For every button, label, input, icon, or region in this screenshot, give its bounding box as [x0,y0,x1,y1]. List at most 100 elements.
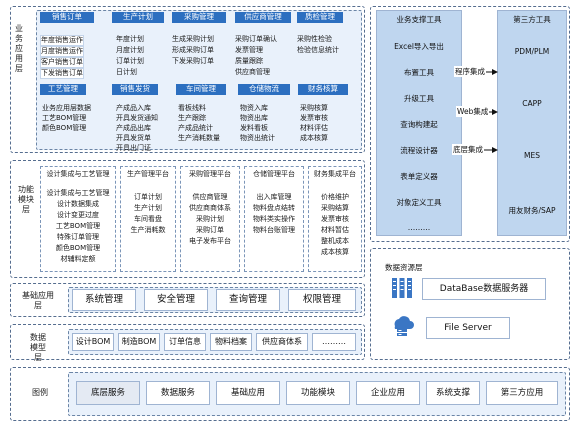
module-item: 整机成本 [321,237,349,245]
group-supplier-mgmt: 供应商管理 采购订单确认 发票管理 质量跟踪 供应商管理 [235,12,293,78]
tool-more: ……… [407,223,431,232]
module-item: 材料暂估 [321,226,349,234]
permission-mgmt-button[interactable]: 权限管理 [288,289,356,311]
group-production-plan: 生产计划 年度计划 月度计划 订单计划 日计划 [112,12,167,78]
group-item: 产成品入库 [116,104,151,112]
module-item: 成本核算 [321,248,349,256]
group-header: 车间管理 [176,84,226,95]
module-production-platform: 生产管理平台 订单计划 生产计划 车间看盘 生产消耗数 [120,166,176,272]
module-purchase-platform: 采购管理平台 供应商管理 供应商商体系 采购计划 采购订单 电子发布平台 [180,166,240,272]
group-sales-order: 销售订单 年度销售运作 月度销售运作 客户销售订单 下发销售订单 [40,12,100,79]
legend-base-app: 基础应用 [216,381,280,405]
tool-object-definer[interactable]: 对象定义工具 [396,198,442,207]
function-layer-label: 功能模块层 [18,185,34,214]
group-quality-mgmt: 质检管理 采购性检验 检验信息统计 [297,12,359,78]
legend-enterprise-app: 企业应用 [356,381,420,405]
group-item: 开具发货单 [116,134,151,142]
legend-bottom-service: 底层服务 [76,381,140,405]
third-party-capp[interactable]: CAPP [522,99,542,108]
group-finance-accounting: 财务核算 采购核算 发票审核 材料评估 成本核算 [298,84,358,150]
module-item: 发票审核 [321,215,349,223]
group-item: 生产消耗数量 [178,134,220,142]
group-header: 工艺管理 [40,84,86,95]
database-server-box[interactable]: DataBase数据服务器 [422,278,546,300]
group-item: 物资入库 [240,104,268,112]
support-tools-column: 业务支撑工具 Excel导入导出 布置工具 升级工具 查询构建起 流程设计器 表… [376,10,462,236]
group-header: 供应商管理 [235,12,291,23]
module-item: 电子发布平台 [189,237,231,245]
module-finance-platform: 财务集成平台 价格维护 采购结算 发票审核 材料暂估 整机成本 成本核算 [308,166,362,272]
supplier-system-button[interactable]: 供应商体系 [256,333,308,351]
third-party-yonyou-sap[interactable]: 用友财务/SAP [508,206,556,215]
tool-query-builder[interactable]: 查询构建起 [400,120,438,129]
module-item: 订单计划 [134,193,162,201]
group-item: 客户销售订单 [40,57,84,68]
group-item: 材料评估 [300,124,328,132]
business-layer-panel [36,10,362,150]
module-item: 物料盘点结转 [253,204,295,212]
group-item: 采购订单确认 [235,35,277,43]
module-item: 设计数据集成 [57,200,99,208]
tool-upgrade[interactable]: 升级工具 [404,94,434,103]
third-party-column: 第三方工具 PDM/PLM CAPP MES 用友财务/SAP [497,10,567,236]
tool-excel[interactable]: Excel导入导出 [394,42,444,51]
module-item: 生产消耗数 [130,226,166,234]
module-item: 设计集成与工艺管理 [46,189,110,197]
group-header: 销售发货 [112,84,158,95]
file-server-cloud-icon [394,316,414,336]
business-layer-label: 业务应用层 [15,24,23,73]
group-item: 形成采购订单 [172,46,214,54]
security-mgmt-button[interactable]: 安全管理 [144,289,208,311]
program-integration-label: 程序集成 [454,66,486,77]
group-item: 检验信息统计 [297,46,339,54]
group-item: 日计划 [116,68,137,76]
third-party-mes[interactable]: MES [524,151,540,160]
more-button[interactable]: ……… [312,333,356,351]
order-info-button[interactable]: 订单信息 [164,333,206,351]
group-item: 开具出门证 [116,144,151,152]
group-item: 生产跟踪 [178,114,206,122]
group-workshop-mgmt: 车间管理 看板线料 生产跟踪 产成品统计 生产消耗数量 [176,84,236,150]
design-bom-button[interactable]: 设计BOM [72,333,114,351]
group-header: 质检管理 [297,12,343,23]
group-item: 发票管理 [235,46,263,54]
module-item: 材辅料定额 [60,255,96,263]
group-item: 年度销售运作 [40,35,84,46]
group-item: 开具发货通知 [116,114,158,122]
module-item: 采购订单 [196,226,224,234]
group-item: 采购性检验 [297,35,332,43]
group-warehouse-logistics: 仓储物流 物资入库 物资出库 发料看板 物资出统计 [238,84,296,150]
module-title: 采购管理平台 [189,170,231,178]
mfg-bom-button[interactable]: 制造BOM [118,333,160,351]
module-item: 价格维护 [321,193,349,201]
group-item: 采购核算 [300,104,328,112]
material-archive-button[interactable]: 物料档案 [210,333,252,351]
group-item: 订单计划 [116,57,144,65]
web-integration-label: Web集成 [456,106,490,117]
module-title: 生产管理平台 [127,170,169,178]
group-header: 采购管理 [172,12,226,23]
group-item: 物资出库 [240,114,268,122]
third-party-pdm[interactable]: PDM/PLM [514,47,550,56]
group-item: 业务应用层数据 [42,104,91,112]
group-item: 物资出统计 [240,134,275,142]
tool-flow-designer[interactable]: 流程设计器 [400,146,438,155]
legend-data-service: 数据服务 [146,381,210,405]
legend-system-support: 系统支撑 [426,381,480,405]
tool-form-definer[interactable]: 表单定义器 [400,172,438,181]
group-item: 月度销售运作 [40,46,84,57]
module-item: 出入库管理 [256,193,292,201]
module-item: 车间看盘 [134,215,162,223]
module-warehouse-platform: 仓储管理平台 出入库管理 物料盘点结转 物料类实操作 物料台账管理 [244,166,304,272]
group-item: 成本核算 [300,134,328,142]
module-item: 采购计划 [196,215,224,223]
module-title: 财务集成平台 [314,170,356,178]
file-server-box[interactable]: File Server [426,317,510,339]
tool-layout[interactable]: 布置工具 [404,68,434,77]
group-item: 年度计划 [116,35,144,43]
system-mgmt-button[interactable]: 系统管理 [72,289,136,311]
module-design-process: 设计集成与工艺管理 设计集成与工艺管理 设计数据集成 设计变更过度 工艺BOM管… [40,166,116,272]
query-mgmt-button[interactable]: 查询管理 [216,289,280,311]
module-item: 工艺BOM管理 [55,222,101,230]
group-process-mgmt: 工艺管理 业务应用层数据 工艺BOM管理 颜色BOM管理 [40,84,110,144]
